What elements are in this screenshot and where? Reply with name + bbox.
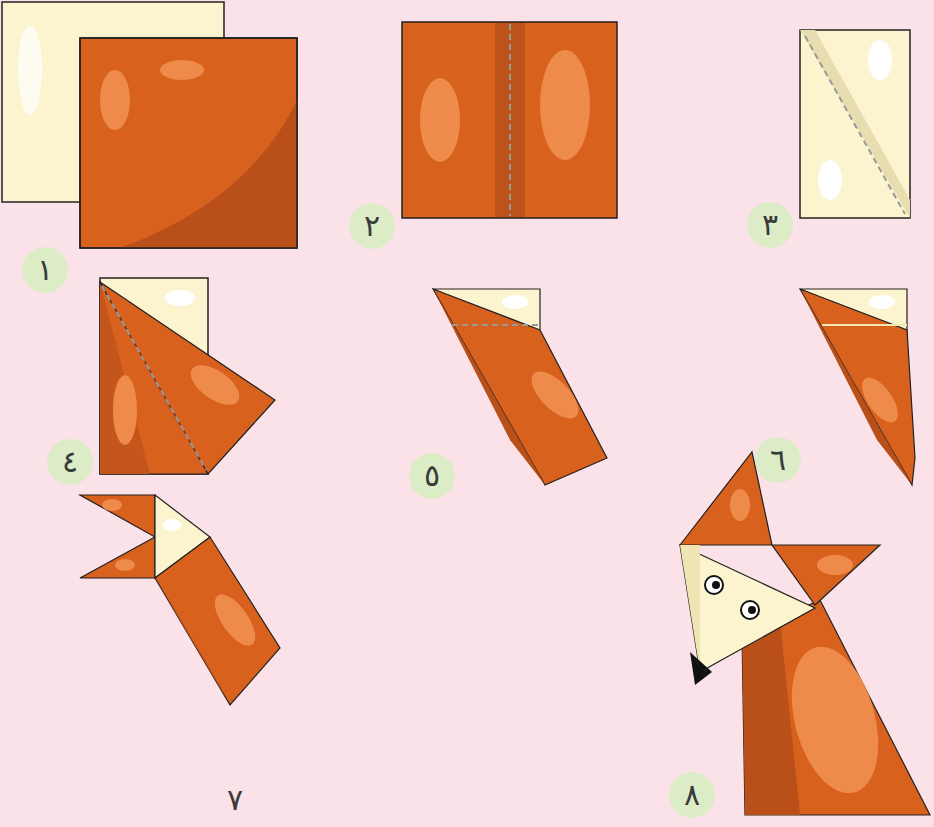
step-1-paper	[2, 2, 297, 248]
step-5-paper	[433, 289, 607, 485]
step-number: ٨	[684, 780, 700, 810]
step-number: ٤	[62, 447, 78, 477]
step-number: ٥	[424, 461, 440, 491]
step-3-paper	[800, 30, 910, 218]
step-2-paper	[402, 22, 617, 218]
step-number-circle: ٤	[47, 439, 93, 485]
step-number-circle: ٨	[669, 772, 715, 818]
step-6-paper	[800, 289, 915, 485]
step-number: ١	[37, 255, 53, 285]
step-7-paper	[80, 495, 280, 705]
step-4-paper	[100, 278, 275, 474]
step-number-circle: ٦	[755, 437, 801, 483]
step-number: ٧	[227, 785, 243, 815]
step-number-circle: ٣	[747, 202, 793, 248]
step-number: ٢	[364, 211, 380, 241]
step-number-circle: ٥	[409, 453, 455, 499]
step-number: ٣	[762, 210, 778, 240]
step-number-circle: ١	[22, 247, 68, 293]
fox-figure	[680, 452, 930, 815]
step-number: ٦	[770, 445, 786, 475]
step-number-circle: ٢	[349, 203, 395, 249]
